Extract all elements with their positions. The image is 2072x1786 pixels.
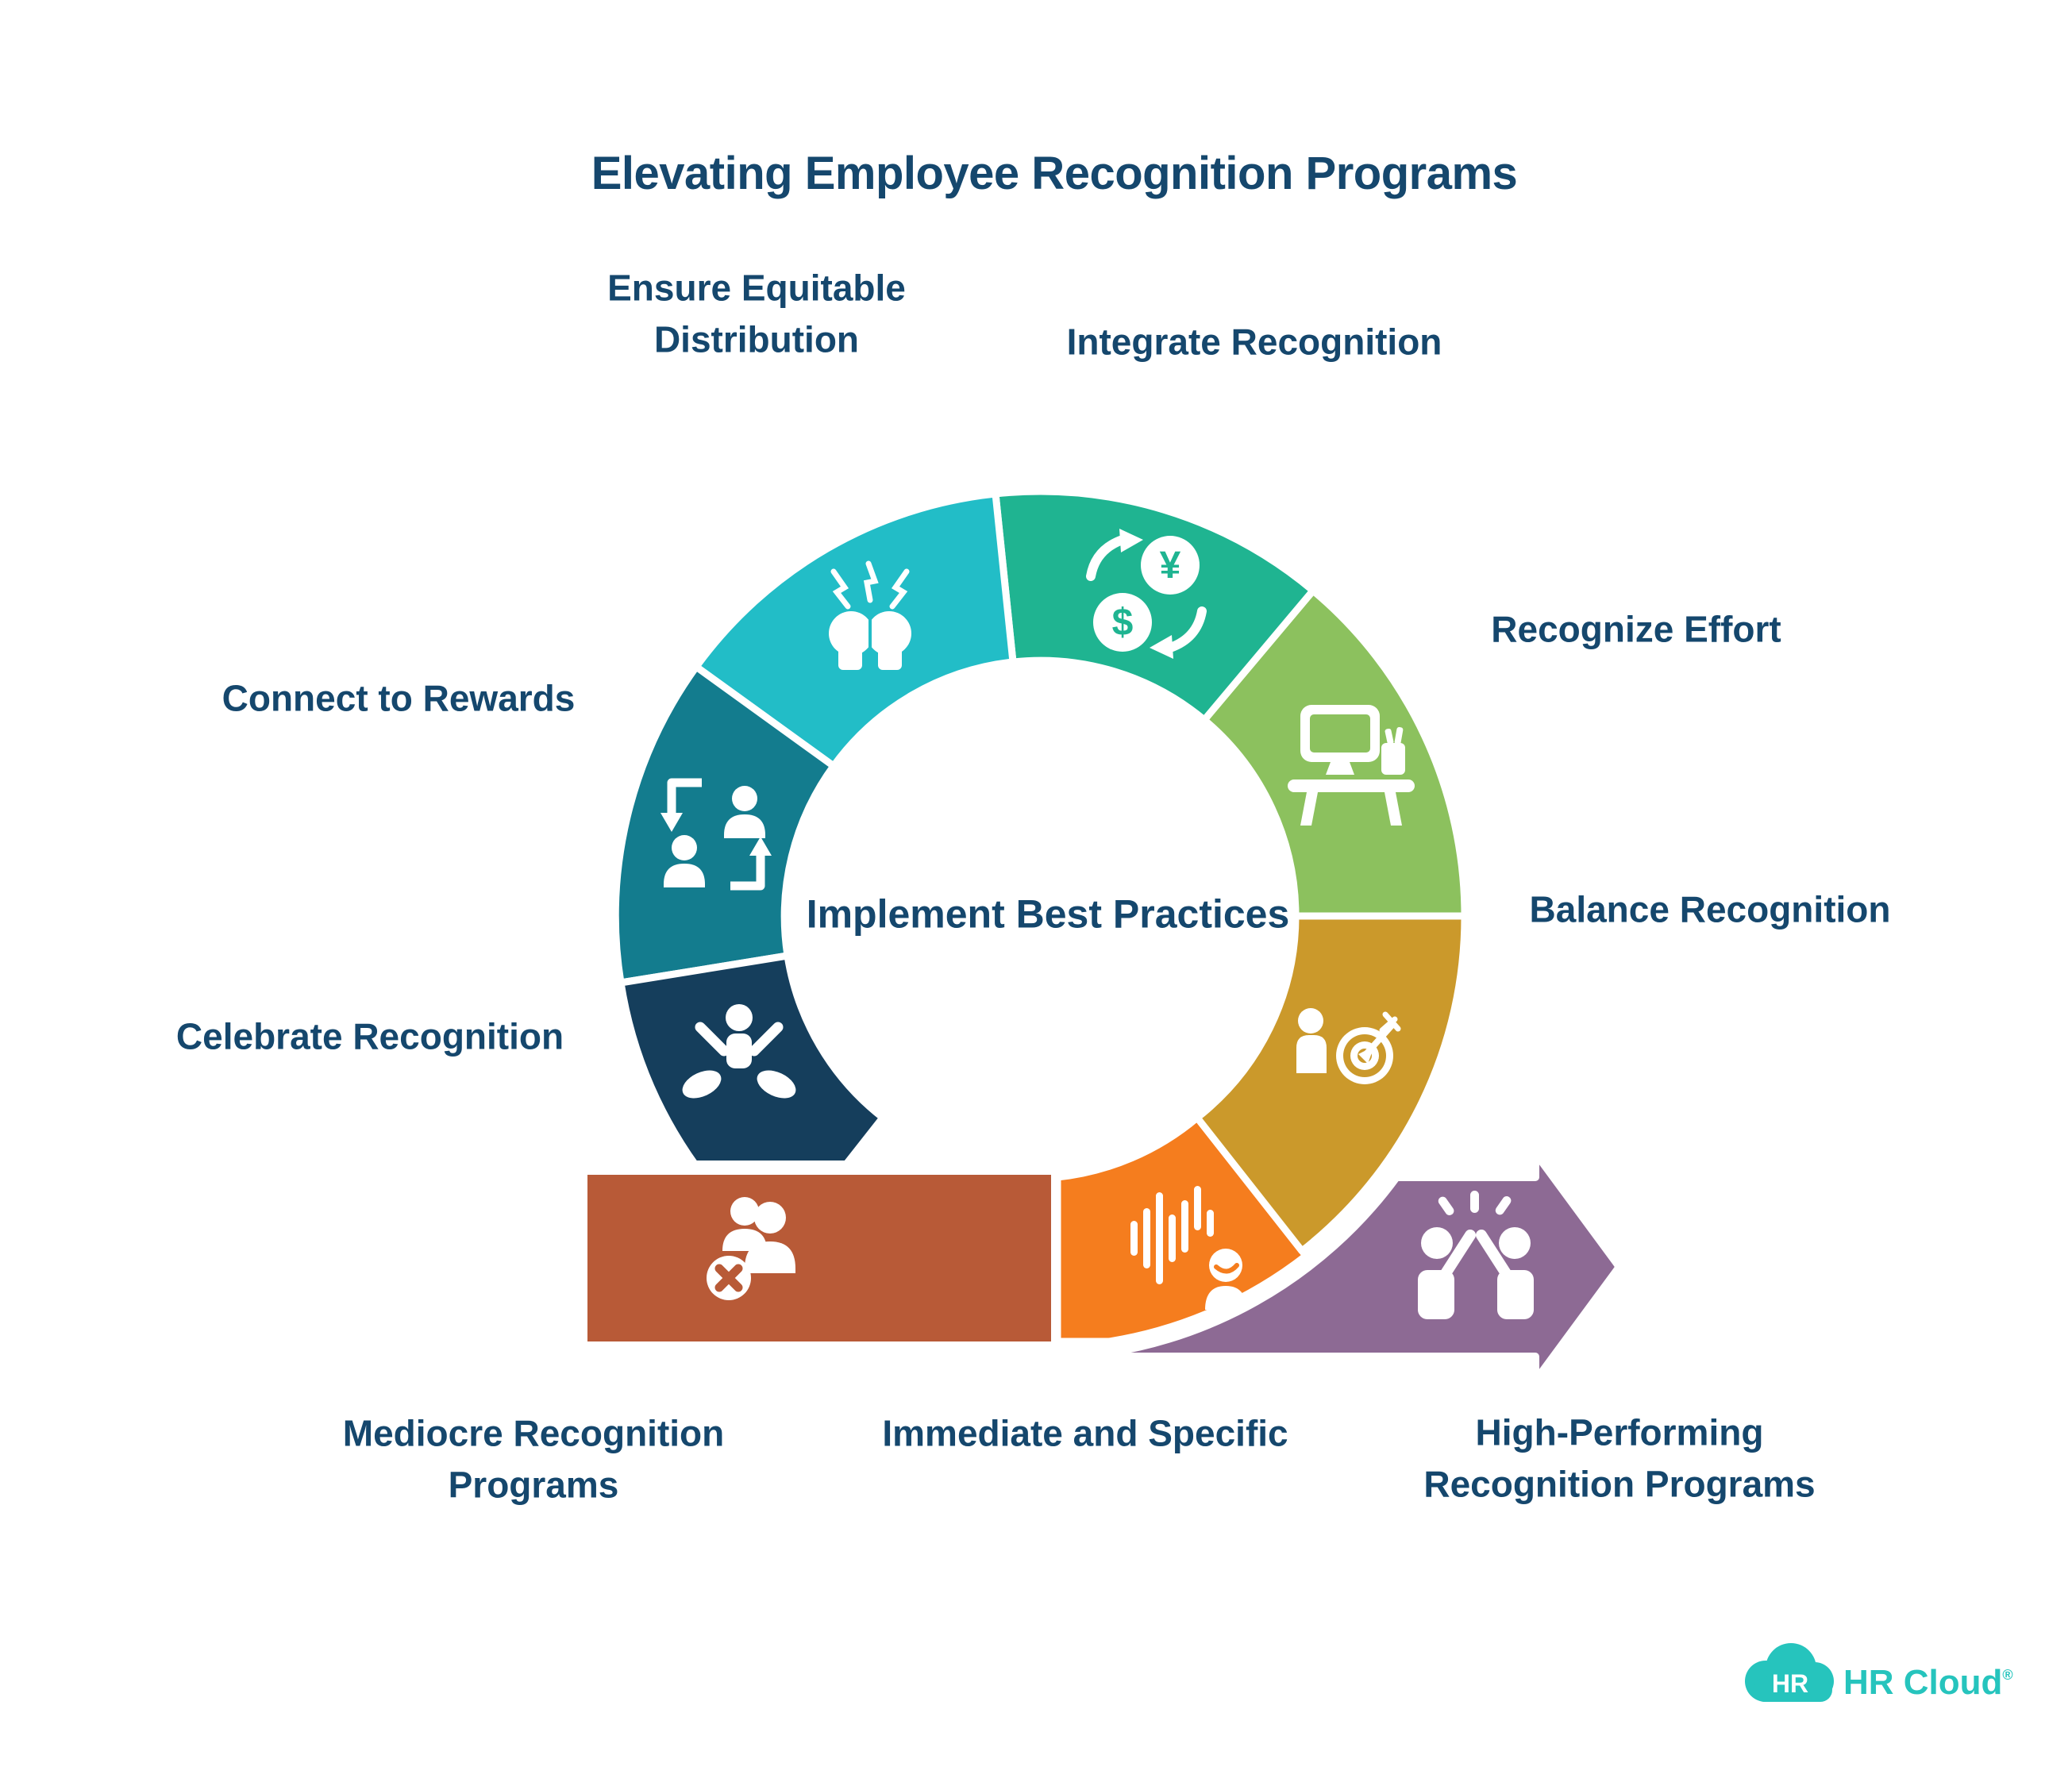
sound-bar (1194, 1186, 1201, 1230)
lightning-bolt (830, 568, 851, 610)
person-right-arm (1476, 1230, 1515, 1285)
sound-bar (1207, 1210, 1214, 1237)
front-person-head (754, 1202, 786, 1234)
segment-label-recognize: Recognize Effort (1491, 608, 1781, 650)
registered-mark: ® (2002, 1667, 2012, 1683)
end-arrow-high-performing (1073, 1149, 1623, 1385)
arrowhead-up (749, 837, 772, 856)
monitor-stand (1326, 762, 1354, 775)
desk-leg (1385, 792, 1402, 826)
voice-feedback-icon (1130, 1186, 1246, 1310)
segment-label-celebrate: Celebrate Recognition (175, 1015, 564, 1057)
segment-label-integrate: Integrate Recognition (1066, 321, 1442, 363)
exchange-arrow-top (1086, 535, 1127, 581)
x-mark (714, 1264, 743, 1292)
person-left-arm (1436, 1230, 1476, 1285)
speaker-head (1209, 1249, 1242, 1282)
swap-arrow-down (667, 778, 702, 813)
flow-start-label: Mediocre Recognition Programs (342, 1412, 725, 1506)
lightning-bolt (863, 560, 879, 603)
palm-right (757, 1070, 796, 1099)
segment-connect (611, 663, 838, 987)
yen-coin (1141, 536, 1200, 595)
person-target-icon (1296, 1008, 1401, 1084)
dollar-symbol: $ (1112, 602, 1134, 644)
desk-workspace-icon (1288, 705, 1415, 826)
center-label: Implement Best Practices (806, 891, 1290, 937)
conflict-heads-icon (829, 560, 911, 672)
yen-symbol: ¥ (1160, 545, 1181, 587)
swap-arrow-up (730, 856, 765, 891)
sound-bar (1181, 1200, 1188, 1253)
person-top-shoulders (724, 814, 765, 838)
front-person-shoulders (745, 1241, 795, 1273)
flow-end-label: High-Performing Recognition Programs (1423, 1411, 1816, 1505)
raised-arm-right (749, 1022, 784, 1057)
person-head (1298, 1008, 1323, 1033)
segment-label-immediate: Immediate and Specific (882, 1412, 1288, 1454)
person-torso (726, 1033, 752, 1068)
arrowhead-down (660, 813, 683, 832)
person-left-head (1421, 1227, 1453, 1259)
person-bottom-shoulders (664, 864, 705, 887)
smile (1214, 1263, 1239, 1274)
exchange-arrow-bottom (1165, 606, 1207, 652)
sound-bar (1156, 1192, 1163, 1284)
segment-label-ensure: Ensure Equitable Distribution (607, 267, 906, 360)
segment-label-connect: Connect to Rewards (221, 677, 576, 719)
segment-balance (1193, 912, 1469, 1255)
raised-arm-left (695, 1022, 730, 1057)
palm-left (682, 1070, 722, 1099)
person-body (1296, 1035, 1327, 1073)
cloud-icon (1745, 1643, 1834, 1702)
sound-bar (1169, 1214, 1176, 1262)
back-person-head (730, 1197, 759, 1226)
logo-name-text: HR Cloud® (1843, 1663, 2013, 1702)
speaker-shoulders (1205, 1286, 1246, 1310)
dollar-coin (1093, 593, 1152, 652)
person-top-head (732, 786, 757, 811)
high-five-icon (1418, 1191, 1534, 1319)
spark (1438, 1196, 1454, 1215)
pen (1385, 728, 1394, 745)
segment-integrate (992, 487, 1317, 724)
dart-fletching (1379, 1011, 1401, 1033)
desk-leg (1300, 792, 1318, 826)
arrowhead (1119, 529, 1143, 552)
person-right-head (1499, 1227, 1531, 1259)
pen-cup (1381, 743, 1405, 775)
hr-cloud-logo: HR HR Cloud® (1745, 1643, 2013, 1702)
currency-exchange-icon: ¥ $ (1086, 529, 1207, 659)
start-bar-mediocre (587, 1175, 1051, 1341)
sound-bar (1143, 1208, 1150, 1268)
sound-bar (1130, 1221, 1138, 1256)
neck-right (878, 643, 902, 670)
segment-label-balance: Balance Recognition (1529, 888, 1891, 930)
hands-lifting-person-icon (682, 1004, 796, 1099)
people-x-icon (707, 1197, 795, 1300)
monitor-screen (1310, 714, 1370, 753)
spark (1470, 1191, 1479, 1213)
gap-divider (576, 1161, 1062, 1176)
person-head (726, 1004, 753, 1031)
page-title: Elevating Employee Recognition Programs (591, 147, 1518, 199)
neck-left (838, 643, 862, 670)
dart-tip (1358, 1046, 1374, 1064)
desk-top (1288, 779, 1415, 792)
people-swap-icon (660, 778, 772, 891)
logo-badge-text: HR (1772, 1669, 1808, 1698)
lightning-bolt (889, 568, 910, 610)
person-bottom-head (672, 835, 697, 860)
arrowhead (1150, 635, 1173, 659)
spark (1495, 1196, 1512, 1215)
pen (1394, 726, 1404, 745)
